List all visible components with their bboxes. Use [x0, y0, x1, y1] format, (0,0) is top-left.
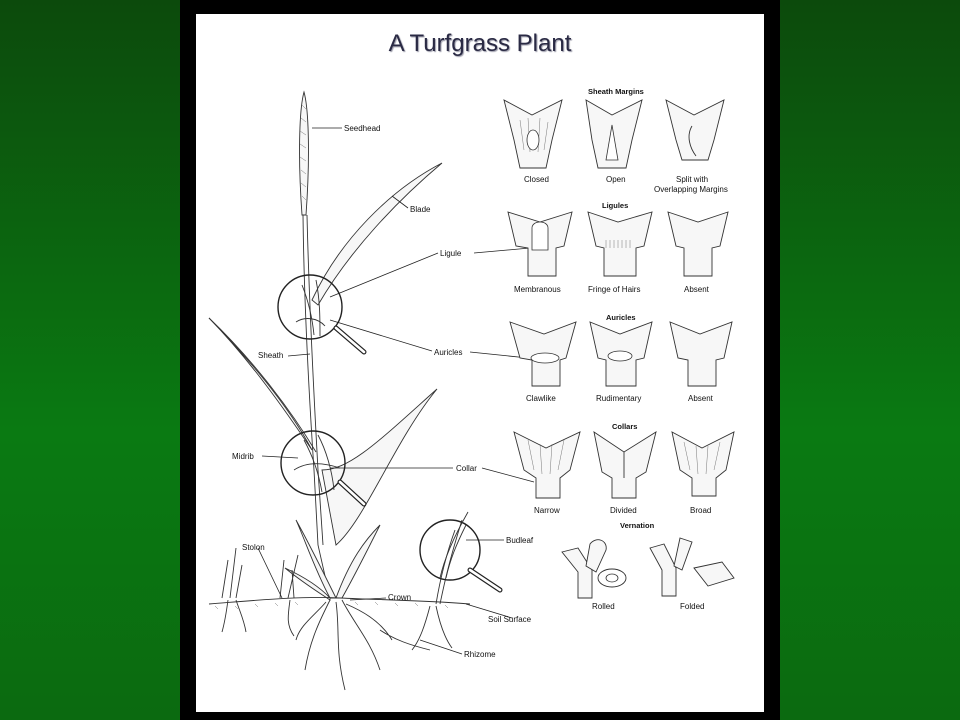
- label-narrow: Narrow: [534, 506, 560, 515]
- label-broad: Broad: [690, 506, 711, 515]
- leader-lines: [257, 127, 535, 655]
- panel-ligules: Ligules Membranous Fringe of Hairs Absen…: [507, 201, 729, 294]
- label-sheath: Sheath: [258, 351, 283, 360]
- label-clawlike: Clawlike: [526, 394, 556, 403]
- label-divided: Divided: [610, 506, 637, 515]
- heading-auricles: Auricles: [606, 313, 636, 322]
- upper-blade: [311, 162, 443, 306]
- panel-vernation: Vernation Rolled Folded: [561, 521, 735, 611]
- label-ligule: Ligule: [440, 249, 462, 258]
- panel-collars: Collars Narrow Divided Broad: [513, 422, 735, 515]
- label-split-with: Split with: [676, 175, 708, 184]
- label-soil-surface: Soil Surface: [488, 615, 532, 624]
- panel-sheath-margins: Sheath Margins Closed Open Split with Ov…: [503, 87, 728, 194]
- stolon-plantlets: [221, 547, 299, 599]
- plant-illustration: [208, 90, 503, 691]
- plant-labels: Seedhead Blade Ligule Auricles Sheath Mi…: [232, 124, 534, 659]
- soil-line: [208, 597, 471, 605]
- label-membranous: Membranous: [514, 285, 561, 294]
- lower-left-blade: [208, 317, 313, 451]
- heading-collars: Collars: [612, 422, 637, 431]
- main-stem: [302, 214, 331, 599]
- magnifier-budleaf: [419, 511, 503, 593]
- label-overlapping-margins: Overlapping Margins: [654, 185, 728, 194]
- label-crown: Crown: [388, 593, 411, 602]
- magnifier-collar: [280, 430, 367, 507]
- label-ligule-absent: Absent: [684, 285, 710, 294]
- label-auricle-absent: Absent: [688, 394, 714, 403]
- label-blade: Blade: [410, 205, 431, 214]
- label-folded: Folded: [680, 602, 704, 611]
- magnifier-ligule: [277, 274, 367, 355]
- panel-auricles: Auricles Clawlike Rudimentary Absent: [509, 313, 733, 403]
- label-midrib: Midrib: [232, 452, 254, 461]
- roots: [221, 599, 453, 691]
- label-fringe-of-hairs: Fringe of Hairs: [588, 285, 640, 294]
- lower-right-blade: [321, 388, 438, 546]
- label-budleaf: Budleaf: [506, 536, 534, 545]
- heading-ligules: Ligules: [602, 201, 628, 210]
- label-closed: Closed: [524, 175, 549, 184]
- label-auricles: Auricles: [434, 348, 462, 357]
- heading-vernation: Vernation: [620, 521, 655, 530]
- seedhead-shape: [299, 90, 309, 216]
- label-rudimentary: Rudimentary: [596, 394, 641, 403]
- label-stolon: Stolon: [242, 543, 265, 552]
- label-rolled: Rolled: [592, 602, 615, 611]
- page-title: A Turfgrass Plant: [388, 30, 572, 57]
- label-rhizome: Rhizome: [464, 650, 496, 659]
- heading-sheath-margins: Sheath Margins: [588, 87, 644, 96]
- label-collar: Collar: [456, 464, 477, 473]
- label-open: Open: [606, 175, 626, 184]
- label-seedhead: Seedhead: [344, 124, 380, 133]
